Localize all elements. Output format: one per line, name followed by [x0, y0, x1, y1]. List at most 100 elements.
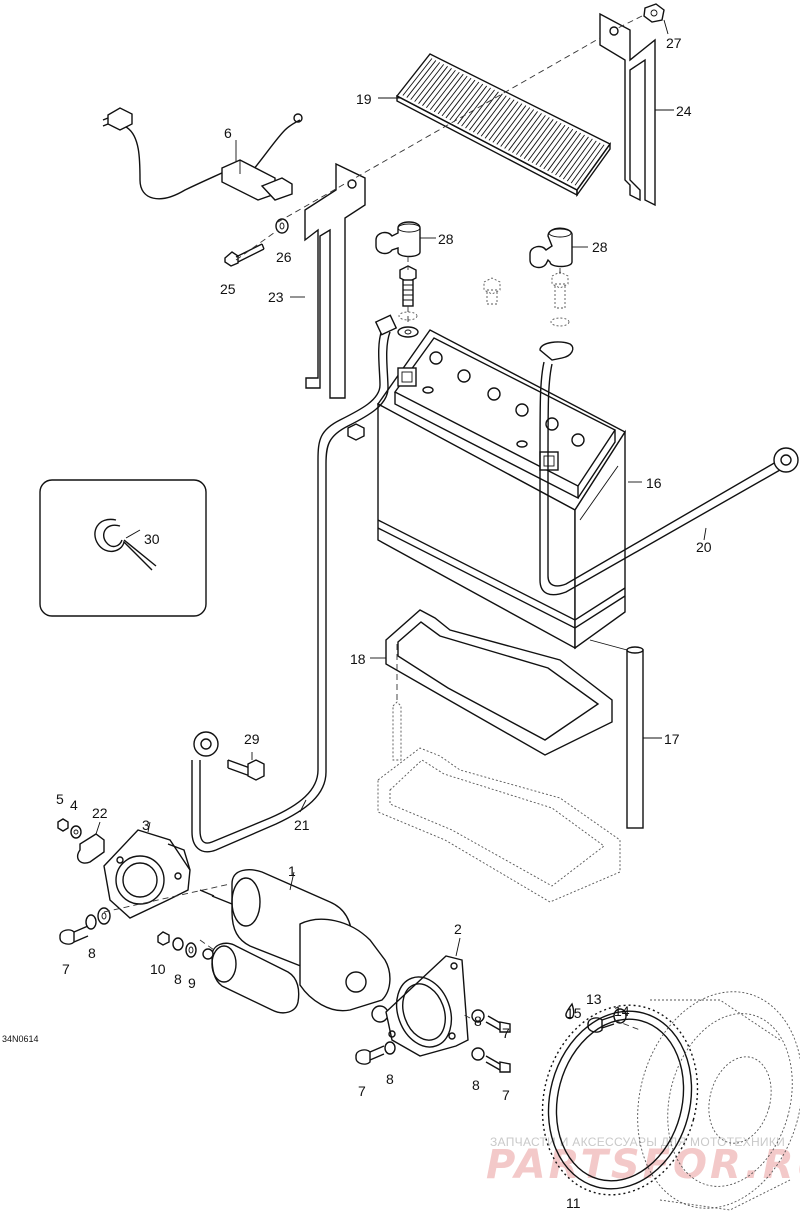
callout-7-plate-left: 7 — [358, 1083, 366, 1099]
vent-hatch-line — [449, 81, 480, 121]
callout-8-plate-lower: 8 — [472, 1077, 480, 1093]
callout-14: 14 — [614, 1003, 630, 1019]
vent-hatch-line — [496, 105, 527, 145]
part-7-screw-left — [59, 925, 89, 945]
part-3-bracket — [103, 829, 191, 919]
vent-hatch-line — [492, 103, 523, 143]
vent-hatch-line — [547, 130, 578, 172]
callout-4: 4 — [70, 797, 78, 813]
diagram-code: 34N0614 — [2, 1034, 39, 1044]
vent-hatch-line — [559, 136, 589, 178]
part-8-washers-left — [85, 907, 111, 930]
part-23-bracket — [304, 162, 366, 399]
vent-hatch-line — [441, 77, 472, 117]
part-21-negative-cable — [191, 314, 398, 853]
part-24-bracket — [599, 12, 656, 207]
callout-29: 29 — [244, 731, 260, 747]
callout-15: 15 — [566, 1005, 582, 1021]
callout-24: 24 — [676, 103, 692, 119]
part-15-threadlocker — [565, 1002, 575, 1020]
part-28-terminal-boot-left — [375, 221, 421, 258]
callout-11: 11 — [566, 1195, 581, 1211]
vent-hatch-line — [566, 140, 597, 182]
callouts: 1 2 3 4 5 6 7 7 7 7 8 8 8 8 8 9 10 11 13… — [2, 35, 712, 1211]
part-2-plate — [385, 955, 469, 1057]
vent-hatch-line — [414, 64, 445, 102]
vent-hatch-line — [476, 95, 507, 135]
callout-7-plate-upper: 7 — [502, 1025, 510, 1041]
vent-hatch-line — [429, 71, 460, 111]
callout-20: 20 — [696, 539, 712, 555]
part-7-screw-c — [485, 1055, 511, 1073]
vent-hatch-line — [437, 75, 468, 115]
vent-hatch-line — [551, 132, 581, 174]
part-27-nut — [643, 3, 665, 23]
vent-hatch-line — [457, 85, 488, 125]
part-30-inset-box — [39, 479, 207, 617]
watermark-brand: PARTSFOR.RU — [486, 1142, 800, 1188]
terminal-bolt-center — [483, 277, 501, 305]
vent-hatch-line — [469, 91, 499, 131]
callout-19: 19 — [356, 91, 372, 107]
part-19-vent-cover — [395, 53, 612, 198]
vent-hatch-line — [508, 111, 538, 151]
vent-hatch-line — [480, 97, 511, 137]
assembly-guide-lines — [103, 15, 643, 1031]
part-7-screw-d — [355, 1045, 385, 1065]
part-4-washer — [70, 825, 82, 839]
vent-hatch-line — [527, 120, 558, 162]
callout-1: 1 — [288, 863, 296, 879]
part-26-washer — [275, 218, 289, 234]
vent-hatch-line — [574, 144, 605, 186]
callout-5: 5 — [56, 791, 64, 807]
vent-hatch-line — [472, 93, 503, 133]
callout-16: 16 — [646, 475, 662, 491]
vent-hatch-line — [426, 69, 456, 109]
callout-17: 17 — [664, 731, 680, 747]
part-22-clip — [76, 833, 105, 864]
vent-hatch-line — [422, 68, 452, 106]
callout-8-left: 8 — [88, 945, 96, 961]
part-9-washer — [185, 942, 197, 958]
callout-6: 6 — [224, 125, 232, 141]
callout-8-plate-left: 8 — [386, 1071, 394, 1087]
leader-lines — [95, 19, 707, 957]
callout-30: 30 — [144, 531, 160, 547]
part-11-ring-gear — [541, 1004, 699, 1196]
callout-10: 10 — [150, 961, 166, 977]
vent-hatch-line — [512, 113, 542, 153]
vent-hatch-line — [535, 124, 566, 166]
vent-hatch-line — [555, 134, 585, 176]
vent-hatch-line — [402, 58, 433, 96]
part-1-starter — [199, 869, 391, 1023]
flywheel-ghost — [637, 991, 800, 1211]
callout-26: 26 — [276, 249, 292, 265]
callout-18: 18 — [350, 651, 366, 667]
part-8-washer-d — [384, 1041, 396, 1055]
vent-hatch-line — [516, 115, 546, 155]
vent-hatch-line — [418, 66, 448, 104]
vent-hatch-line — [500, 107, 531, 147]
callout-7-plate-lower: 7 — [502, 1087, 510, 1103]
vent-hatch-line — [539, 126, 570, 168]
callout-27: 27 — [666, 35, 682, 51]
part-8-washer-a — [172, 937, 184, 951]
part-28-terminal-boot-right — [529, 227, 573, 269]
part-18-battery-tray — [385, 609, 613, 756]
part-10-nut — [157, 931, 170, 946]
callout-25: 25 — [220, 281, 236, 297]
vent-hatch-line — [445, 79, 476, 119]
vent-hatch-line — [453, 83, 484, 123]
vent-hatch-line — [461, 87, 491, 127]
vent-hatch-line — [523, 119, 554, 159]
vent-hatch-line — [488, 101, 519, 141]
vent-hatch-line — [543, 128, 574, 170]
part-7-screw-b — [485, 1015, 511, 1033]
callout-28-left: 28 — [438, 231, 454, 247]
part-6-connector — [102, 107, 303, 201]
callout-3: 3 — [142, 817, 150, 833]
vent-hatch-line — [570, 142, 601, 184]
vent-hatch-line — [519, 117, 550, 157]
vent-hatch-line — [562, 138, 593, 180]
